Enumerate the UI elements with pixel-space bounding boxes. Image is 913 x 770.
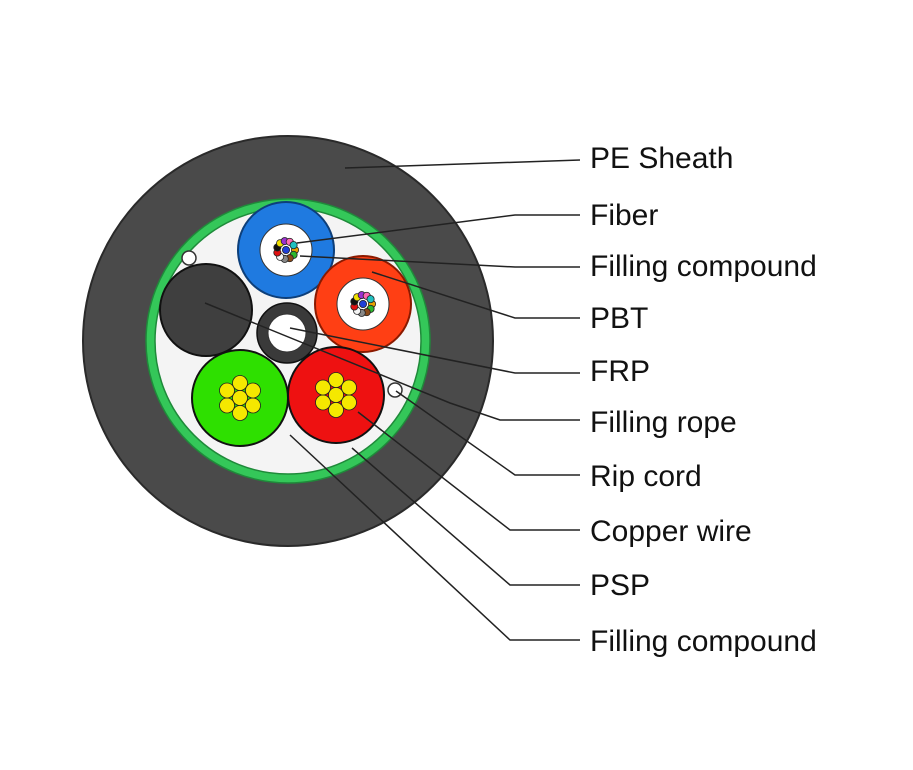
copper-wire-strand	[328, 372, 344, 388]
label-frp: FRP	[590, 355, 650, 388]
fiber-bundle-blue	[273, 237, 299, 263]
copper-wire-strand	[219, 397, 235, 414]
copper-wire-strand	[245, 397, 261, 414]
copper-wire-strand	[315, 394, 331, 411]
fiber-strand	[289, 241, 298, 250]
fiber-strand	[366, 295, 375, 304]
leader-filling-rope	[204, 302, 580, 421]
leader-fiber	[296, 214, 580, 244]
label-psp: PSP	[590, 569, 650, 602]
leader-filling-compound-1	[299, 255, 580, 268]
filling-rope	[159, 263, 253, 357]
leader-copper-wire	[357, 411, 580, 531]
leader-frp	[289, 327, 580, 374]
label-rip-cord: Rip cord	[590, 460, 702, 493]
rip-cord-bottom	[387, 382, 403, 398]
copper-wire-strand	[328, 402, 344, 418]
leader-psp	[351, 447, 580, 586]
label-pbt: PBT	[590, 302, 648, 335]
label-copper-wire: Copper wire	[590, 515, 752, 548]
fiber-bundle-orange	[350, 291, 376, 317]
copper-wire-strand	[232, 375, 248, 391]
label-fiber: Fiber	[590, 199, 658, 232]
leader-lines	[204, 159, 581, 641]
label-filling-rope: Filling rope	[590, 406, 737, 439]
label-pe-sheath: PE Sheath	[590, 142, 733, 175]
copper-wire-strand	[232, 405, 248, 421]
copper-wire-strand	[341, 379, 357, 396]
leader-pe-sheath	[344, 159, 581, 169]
leader-filling-compound-2	[289, 434, 580, 641]
copper-wire-strand	[315, 379, 331, 396]
copper-wire-strand	[328, 387, 344, 403]
frp-core	[267, 313, 307, 353]
copper-wire-bundle-green	[219, 375, 261, 421]
copper-wire-bundle-red	[315, 372, 357, 418]
copper-wire-strand	[232, 390, 248, 406]
leader-rip-cord	[395, 390, 580, 476]
rip-cord-top	[181, 250, 197, 266]
label-filling-compound-2: Filling compound	[590, 625, 817, 658]
leader-pbt	[371, 271, 580, 319]
copper-wire-strand	[245, 382, 261, 399]
fiber-strand	[358, 299, 367, 308]
fiber-strand	[281, 245, 290, 254]
copper-wire-strand	[341, 394, 357, 411]
copper-wire-strand	[219, 382, 235, 399]
label-filling-compound-1: Filling compound	[590, 250, 817, 283]
